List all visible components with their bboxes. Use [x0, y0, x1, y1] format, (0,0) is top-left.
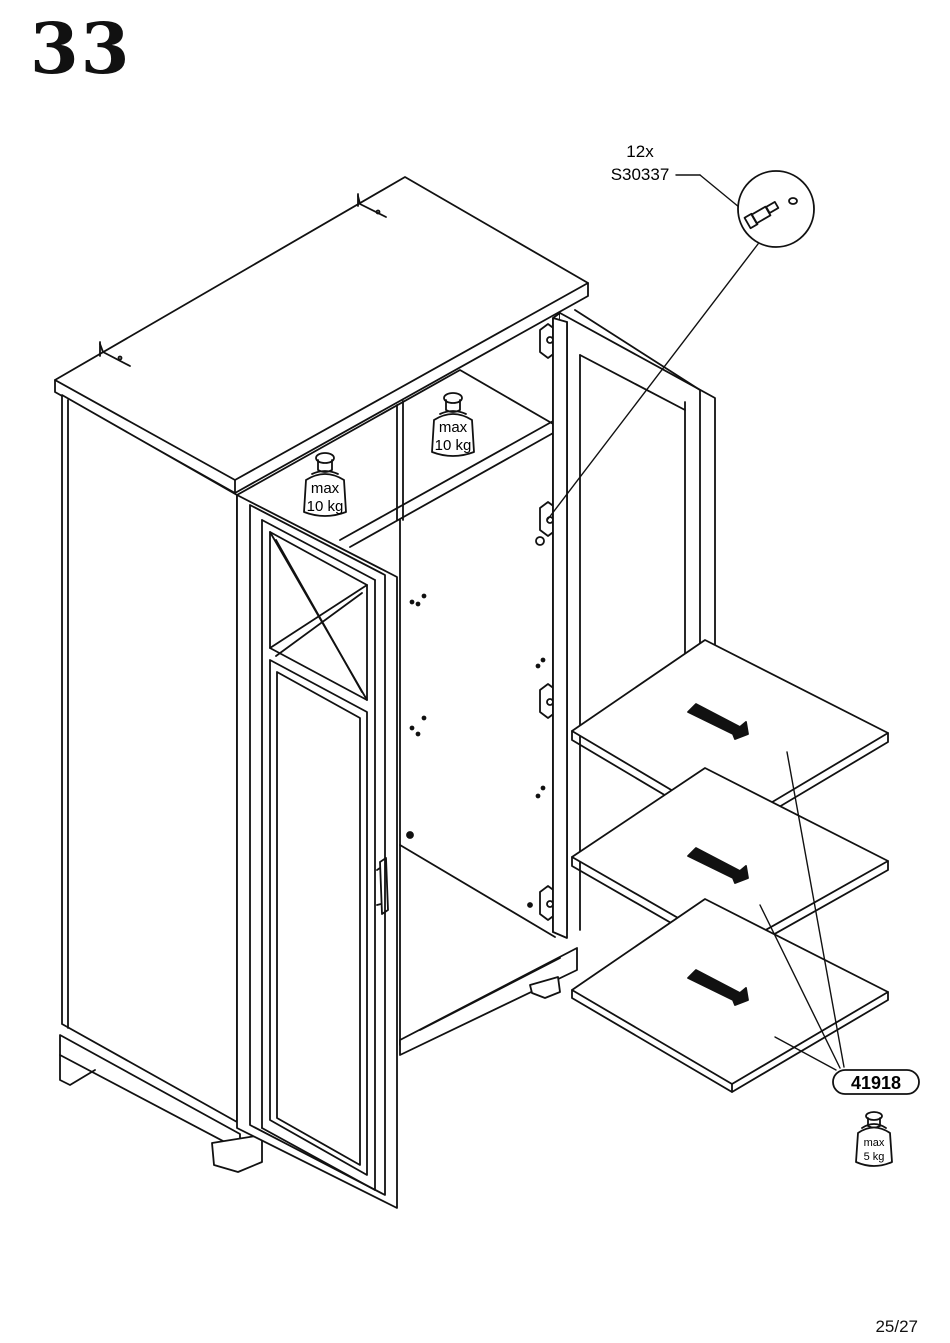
weight-value: 10 kg	[307, 498, 344, 515]
weight-label: max	[864, 1137, 885, 1149]
hardware-quantity: 12x	[626, 142, 654, 161]
hardware-code: S30337	[611, 165, 670, 184]
weight-value: 5 kg	[864, 1151, 885, 1163]
right-door	[553, 318, 567, 938]
cabinet-left-side	[62, 395, 237, 1122]
part-code: 41918	[851, 1073, 901, 1093]
left-door	[237, 495, 397, 1208]
page-number: 25/27	[875, 1317, 918, 1337]
weight-label: max	[439, 419, 468, 436]
weight-label: max	[311, 480, 340, 497]
weight-value: 10 kg	[435, 437, 472, 454]
